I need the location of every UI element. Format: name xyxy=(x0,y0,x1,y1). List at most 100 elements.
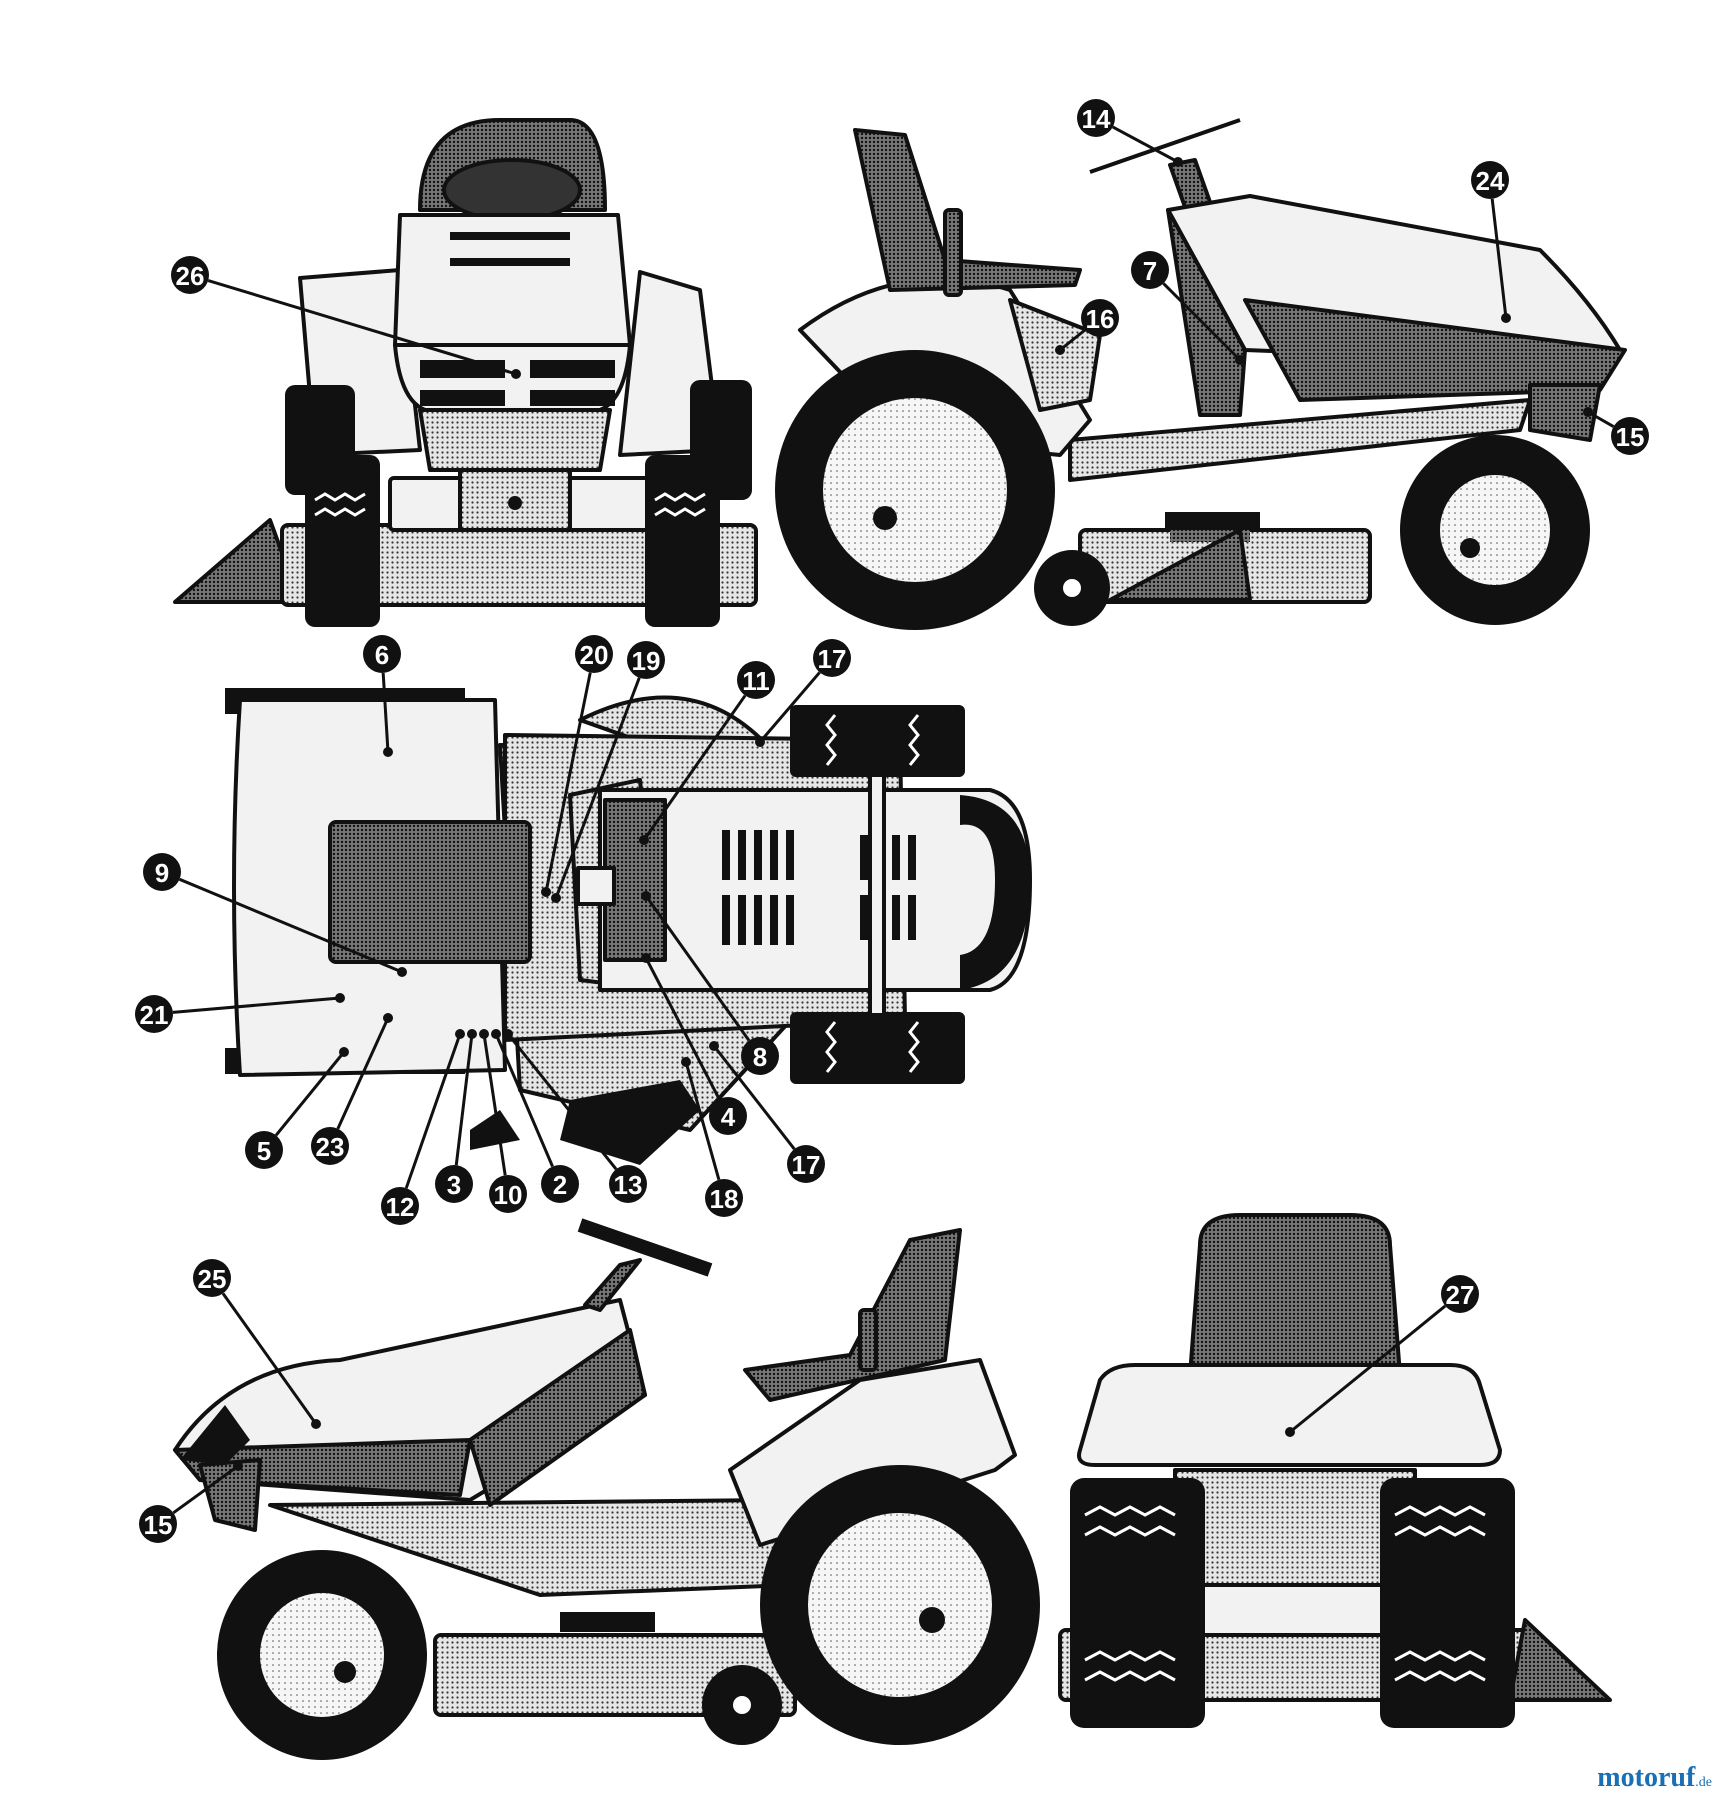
left-side-view-mower xyxy=(173,1218,1040,1760)
callout-badge-c7 xyxy=(1131,251,1169,289)
callout-c26: 26 xyxy=(171,256,521,379)
leader-tip-c7 xyxy=(1235,355,1245,365)
leader-tip-c15b xyxy=(233,1461,243,1471)
callout-c19: 19 xyxy=(551,641,665,903)
callout-c14: 14 xyxy=(1077,99,1183,167)
callout-c18: 18 xyxy=(681,1057,743,1217)
leader-tip-c20 xyxy=(541,887,551,897)
leader-line-c21 xyxy=(172,996,341,1014)
callout-number-c17a: 17 xyxy=(818,644,847,674)
callout-c21: 21 xyxy=(135,993,345,1033)
callout-badge-c21 xyxy=(135,995,173,1033)
callout-c27: 27 xyxy=(1285,1275,1479,1437)
callout-c25: 25 xyxy=(193,1259,321,1429)
callout-number-c8: 8 xyxy=(753,1042,767,1072)
callout-number-c4: 4 xyxy=(721,1102,736,1132)
leader-line-c23 xyxy=(336,1017,390,1130)
leader-line-c18 xyxy=(684,1061,721,1181)
callout-c13: 13 xyxy=(503,1029,647,1203)
callout-c2: 2 xyxy=(491,1029,579,1203)
callout-number-c24: 24 xyxy=(1476,166,1505,196)
callout-badge-c26 xyxy=(171,256,209,294)
leader-tip-c24 xyxy=(1501,313,1511,323)
callout-number-c17b: 17 xyxy=(792,1150,821,1180)
leader-tip-c10 xyxy=(479,1029,489,1039)
callout-badge-c15a xyxy=(1611,417,1649,455)
leader-tip-c2 xyxy=(491,1029,501,1039)
leader-tip-c16 xyxy=(1055,345,1065,355)
leader-tip-c11 xyxy=(639,835,649,845)
callout-c9: 9 xyxy=(143,853,407,977)
leader-tip-c9 xyxy=(397,967,407,977)
callout-badge-c17b xyxy=(787,1145,825,1183)
leader-tip-c17a xyxy=(755,737,765,747)
callout-c6: 6 xyxy=(363,635,401,757)
callout-badge-c15b xyxy=(139,1505,177,1543)
callout-badge-c17a xyxy=(813,639,851,677)
callout-c5: 5 xyxy=(245,1047,349,1169)
callout-badge-c12 xyxy=(381,1187,419,1225)
callout-number-c9: 9 xyxy=(155,858,169,888)
leader-tip-c21 xyxy=(335,993,345,1003)
leader-line-c5 xyxy=(274,1051,346,1137)
callout-badge-c16 xyxy=(1081,299,1119,337)
callout-c11: 11 xyxy=(639,661,775,845)
leader-line-c24 xyxy=(1490,198,1508,319)
leader-line-c10 xyxy=(482,1033,507,1176)
leader-tip-c27 xyxy=(1285,1427,1295,1437)
leader-tip-c23 xyxy=(383,1013,393,1023)
callout-number-c6: 6 xyxy=(375,640,389,670)
leader-line-c7 xyxy=(1162,282,1242,362)
leader-line-c11 xyxy=(642,694,747,841)
leader-line-c17a xyxy=(758,671,821,743)
callout-badge-c14 xyxy=(1077,99,1115,137)
callout-number-c18: 18 xyxy=(710,1184,739,1214)
leader-line-c12 xyxy=(404,1033,462,1189)
callout-badge-c19 xyxy=(627,641,665,679)
leader-tip-c17b xyxy=(709,1041,719,1051)
watermark-logo: motoruf.de xyxy=(1597,1762,1712,1794)
callout-badge-c27 xyxy=(1441,1275,1479,1313)
callout-number-c20: 20 xyxy=(580,640,609,670)
callout-number-c13: 13 xyxy=(614,1170,643,1200)
leader-tip-c13 xyxy=(503,1029,513,1039)
leader-line-c20 xyxy=(544,672,592,893)
leader-line-c13 xyxy=(506,1033,618,1171)
callout-c17a: 17 xyxy=(755,639,851,747)
callout-badge-c25 xyxy=(193,1259,231,1297)
callout-c16: 16 xyxy=(1055,299,1119,355)
callout-c4: 4 xyxy=(641,953,747,1135)
callout-badge-c18 xyxy=(705,1179,743,1217)
callout-badge-c6 xyxy=(363,635,401,673)
callout-badge-c13 xyxy=(609,1165,647,1203)
leader-tip-c12 xyxy=(455,1029,465,1039)
rear-view-mower xyxy=(1058,1213,1612,1728)
callout-badge-c24 xyxy=(1471,161,1509,199)
callout-number-c15a: 15 xyxy=(1616,422,1645,452)
callout-badge-c23 xyxy=(311,1127,349,1165)
callout-c8: 8 xyxy=(641,891,779,1075)
callout-number-c10: 10 xyxy=(494,1180,523,1210)
leader-tip-c8 xyxy=(641,891,651,901)
callout-number-c2: 2 xyxy=(553,1170,567,1200)
callout-number-c11: 11 xyxy=(742,666,770,696)
callout-c15b: 15 xyxy=(139,1461,243,1543)
front-view-mower xyxy=(173,118,758,627)
leader-tip-c25 xyxy=(311,1419,321,1429)
leader-line-c2 xyxy=(494,1033,554,1168)
callout-number-c16: 16 xyxy=(1086,304,1115,334)
callout-c12: 12 xyxy=(381,1029,465,1225)
callout-badge-c9 xyxy=(143,853,181,891)
callout-c7: 7 xyxy=(1131,251,1245,365)
leader-tip-c5 xyxy=(339,1047,349,1057)
watermark-suffix: .de xyxy=(1695,1775,1712,1790)
callout-c15a: 15 xyxy=(1583,407,1649,455)
leader-tip-c4 xyxy=(641,953,651,963)
leader-line-c17b xyxy=(712,1045,796,1150)
leader-line-c3 xyxy=(454,1033,474,1166)
leader-line-c25 xyxy=(221,1292,318,1425)
callout-c17b: 17 xyxy=(709,1041,825,1183)
leader-tip-c6 xyxy=(383,747,393,757)
